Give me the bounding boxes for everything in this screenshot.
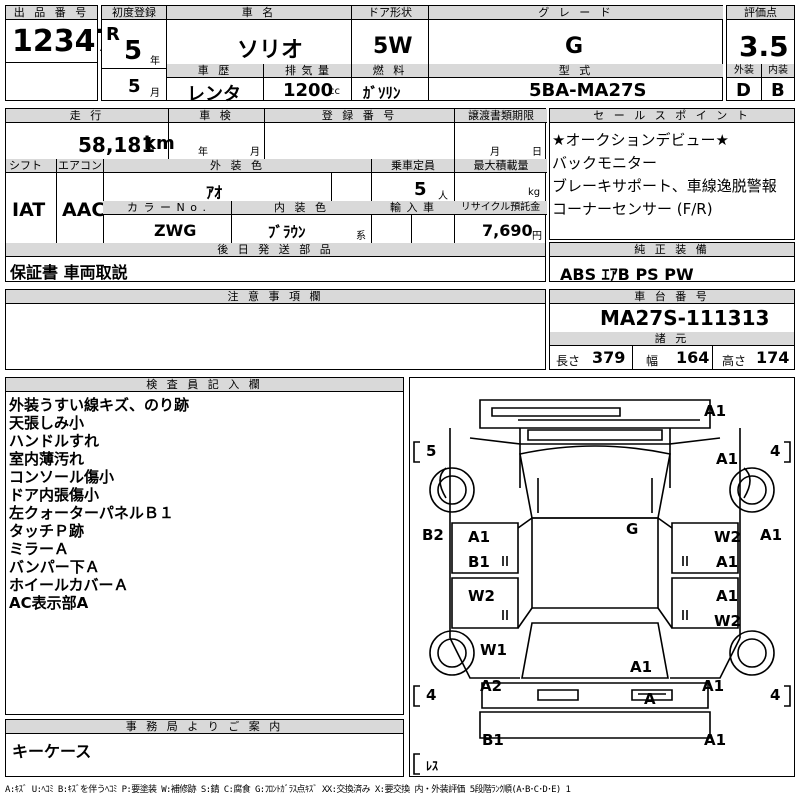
mark-l-rear-quarter: A2 [480,677,502,695]
sales-point: ブレーキサポート、車線逸脱警報 [552,177,777,195]
mileage: 58,181 [78,133,156,157]
lot-number-box: 出 品 番 号 12347 [5,5,116,101]
detail-box: 走 行 車 検 登 録 番 号 譲渡書類期限 58,181 km 年 月 月 日… [5,108,547,282]
lot-number: 12347 [12,24,117,59]
model-label: 型 式 [429,64,723,78]
first-registration-box: 初度登録 R 5 年 5 月 [101,5,167,101]
spare-tire: ﾚｽ [426,759,438,773]
tire-rr: 4 [770,686,780,704]
mark-rear-glass: A1 [630,658,652,676]
mark-rear-bumper-l: B1 [482,731,504,749]
mark-r-front-door-2: A1 [716,553,738,571]
recycle-fee: 7,690 [482,221,533,240]
inspector-note: ホイールカバーＡ [9,576,129,594]
grade: G [565,34,584,59]
sales-point: バックモニター [552,154,658,172]
mark-l-fender: B2 [422,526,444,544]
mark-r-rear-wheel: A1 [702,677,724,695]
score: 3.5 [739,30,789,63]
body-color: ｱｵ [206,183,223,202]
displacement-label: 排 気 量 [264,64,351,78]
damage-diagram-box: A1 A1 A1 G B2 A1 A1 B1 W2 A1 W2 A1 W2 W1… [409,377,795,777]
equipment: ABS ｴｱB PS PW [560,265,694,284]
inspector-note: ミラーＡ [9,540,70,558]
fuel-label: 燃 料 [352,64,428,78]
shift: IAT [12,199,46,221]
car-name: ソリオ [237,38,304,63]
chassis-box: 車 台 番 号 MA27S-111313 諸 元 長さ 379 幅 164 高さ… [549,289,795,370]
inspector-note: 室内薄汚れ [9,450,85,468]
reg-year: 5 [124,36,143,66]
mark-front-bumper: A1 [704,402,726,420]
sales-point: ★オークションデビュー★ [552,131,729,149]
mark-rear-bumper-r: A1 [704,731,726,749]
tire-lf: 5 [426,442,436,460]
interior-color: ﾌﾞﾗｳﾝ [268,223,306,241]
equipment-box: 純 正 装 備 ABS ｴｱB PS PW [549,242,795,284]
car-name-label: 車 名 [167,6,351,20]
legend: A:ｷｽﾞ U:ﾍｺﾐ B:ｷｽﾞを伴うﾍｺﾐ P:要塗装 W:補修跡 S:錆 … [5,785,571,795]
inspector-note: 左クォーターパネルＢ１ [9,504,174,522]
mark-l-front-door-1: A1 [468,528,490,546]
lot-number-label: 出 品 番 号 [6,6,97,20]
height: 174 [756,348,790,367]
tire-lr: 4 [426,686,436,704]
inspector-note: ドア内張傷小 [9,486,100,504]
inspector-box: 検 査 員 記 入 欄 外装うすい線キズ、のり跡 天張しみ小 ハンドルすれ 室内… [5,377,404,715]
tire-rf: 4 [770,442,780,460]
aircon: AAC [62,199,106,221]
mark-rear-panel: A [644,690,656,708]
mark-l-quarter: W1 [480,641,507,659]
door-label: ドア形状 [352,6,428,20]
inspector-note: AC表示部A [9,594,89,612]
sales-point: コーナーセンサー (F/R) [552,200,713,218]
chassis-number: MA27S-111313 [600,306,770,330]
main-spec-box: 車 名 ドア形状 グ レ ー ド ソリオ 5W G 車 歴 排 気 量 燃 料 … [167,5,723,105]
office-note: キーケース [12,742,92,761]
mark-l-rear-door: W2 [468,587,495,605]
displacement: 1200 [283,80,334,101]
first-registration-label: 初度登録 [102,6,166,20]
length: 379 [592,348,626,367]
inspector-note: 天張しみ小 [9,414,85,432]
inspector-note: バンパー下Ａ [9,558,100,576]
mark-l-front-door-2: B1 [468,553,490,571]
inspector-note: 外装うすい線キズ、のり跡 [9,396,190,414]
capacity: 5 [414,179,427,200]
door-type: 5W [373,34,413,59]
fuel: ｶﾞｿﾘﾝ [363,84,401,102]
history-label: 車 歴 [167,64,263,78]
mark-r-fender: A1 [760,526,782,544]
inspector-note: コンソール傷小 [9,468,115,486]
width: 164 [676,348,710,367]
interior-grade: B [771,80,785,101]
car-history: レンタ [187,84,241,105]
mark-roof: G [626,520,638,538]
color-number: ZWG [154,221,197,240]
grade-label: グ レ ー ド [429,6,723,20]
score-label: 評価点 [727,6,794,20]
era: R [106,24,120,45]
model-code: 5BA-MA27S [529,80,647,101]
mark-r-rear-door-2: W2 [714,612,741,630]
sales-points-box: セ ー ル ス ポ イ ン ト ★オークションデビュー★ バックモニター ブレー… [549,108,795,240]
score-box: 評価点 3.5 外装 内装 D B [726,5,795,101]
inspector-note: ハンドルすれ [9,432,100,450]
exterior-grade: D [736,80,751,101]
car-diagram: A1 A1 A1 G B2 A1 A1 B1 W2 A1 W2 A1 W2 W1… [413,399,791,775]
inspector-note: タッチＰ跡 [9,522,85,540]
notes-box: 注 意 事 項 欄 [5,289,546,370]
reg-month: 5 [128,76,141,97]
mark-r-front-door-1: W2 [714,528,741,546]
mark-rf: A1 [716,450,738,468]
later-parts: 保証書 車両取説 [10,263,128,282]
mark-r-rear-door-1: A1 [716,587,738,605]
office-box: 事 務 局 よ り ご 案 内 キーケース [5,719,404,777]
